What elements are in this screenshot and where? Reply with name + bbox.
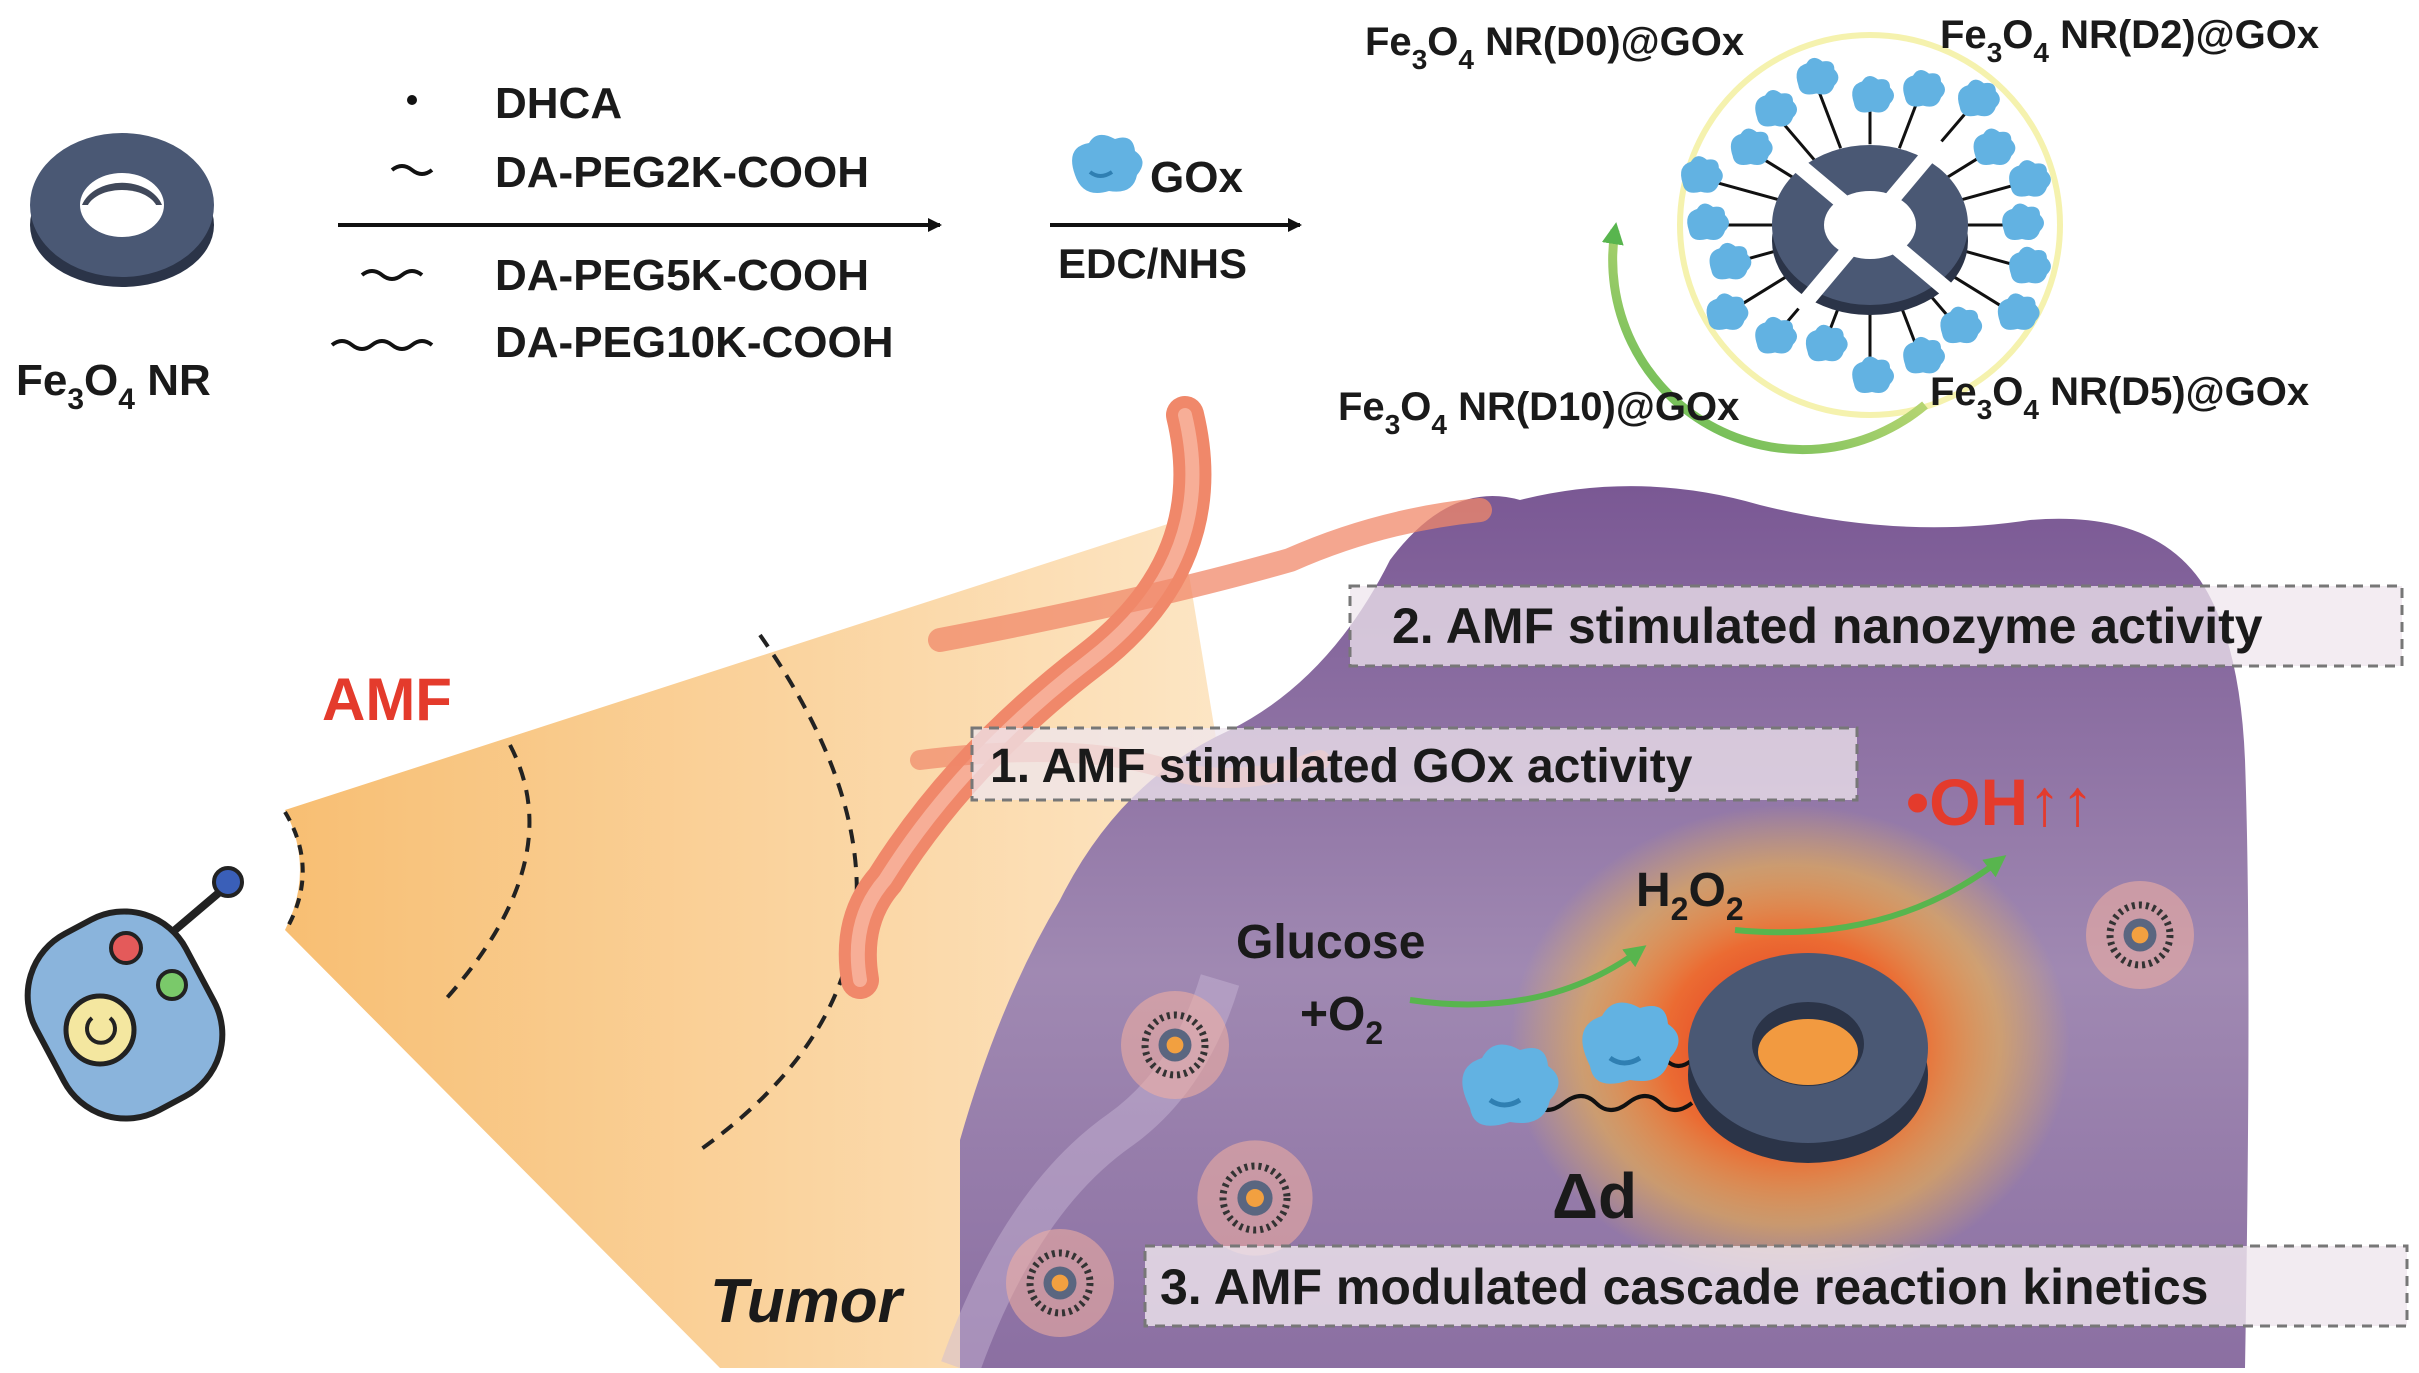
- gox-enzyme-icon: [1687, 203, 1729, 240]
- dhca-marker-icon: [407, 95, 417, 105]
- central-nanoring-icon: [1688, 953, 1928, 1163]
- peg5k-marker-icon: [360, 269, 424, 281]
- h2o2-label: H2O2: [1636, 864, 1744, 927]
- glucose-to-h2o2-arrow: [1409, 945, 1647, 1008]
- field-wave-2: [698, 633, 859, 1152]
- gox-enzyme-icon: [1706, 293, 1749, 330]
- oxygen-label: +O2: [1300, 988, 1383, 1051]
- gox-enzyme-icon: [1730, 128, 1773, 166]
- product-cycle: [1601, 32, 2063, 455]
- gox-enzyme-icon: [1973, 128, 2016, 166]
- h2o2-to-oh-arrow: [1734, 855, 2007, 936]
- ligand-dhca: DHCA: [495, 79, 622, 128]
- small-nanoparticle-icon: [2086, 881, 2194, 989]
- step-2-box: 2. AMF stimulated nanozyme activity: [1348, 584, 2404, 668]
- distance-label: Δd: [1552, 1160, 1637, 1232]
- gox-enzyme-icon: [1903, 336, 1945, 374]
- enzyme-label: GOx: [1150, 153, 1243, 202]
- hydroxyl-radical-label: •OH↑↑: [1906, 765, 2094, 839]
- field-wave-1: [443, 744, 532, 1002]
- product-d10-label: Fe3O4 NR(D10)@GOx: [1338, 385, 1739, 440]
- amf-generator-device-icon: [24, 866, 244, 1122]
- gox-enzyme-icon: [1755, 89, 1798, 127]
- product-d0-label: Fe3O4 NR(D0)@GOx: [1365, 20, 1744, 75]
- gox-enzyme-icon: [1852, 75, 1894, 113]
- coupling-reagent-label: EDC/NHS: [1058, 240, 1247, 287]
- gox-enzyme-icon: [2009, 246, 2051, 284]
- product-d5-label: Fe3O4 NR(D5)@GOx: [1930, 370, 2309, 425]
- small-nanoparticle-icon: [1197, 1140, 1313, 1256]
- gox-enzyme-icon: [1997, 293, 2040, 330]
- step-1-box: 1. AMF stimulated GOx activity: [970, 726, 1859, 802]
- gox-enzyme-icon: [1805, 324, 1848, 362]
- reactant-nanoring-icon: [30, 133, 214, 287]
- field-wave-0: [283, 810, 305, 931]
- gox-enzyme-icon: [1709, 242, 1752, 280]
- small-nanoparticle-icon: [1121, 991, 1229, 1099]
- gox-enzyme-icon: [1940, 306, 1983, 344]
- amf-label: AMF: [322, 666, 452, 733]
- ligand-peg2k: DA-PEG2K-COOH: [495, 148, 869, 197]
- gox-enzyme-icon: [1072, 134, 1143, 193]
- step-2-text: 2. AMF stimulated nanozyme activity: [1392, 598, 2263, 654]
- cycle-arrow-icon: [1601, 222, 1928, 455]
- gox-enzyme-icon: [1796, 57, 1839, 95]
- reactant-label: Fe3O4 NR: [16, 356, 211, 416]
- ligand-peg10k: DA-PEG10K-COOH: [495, 318, 894, 367]
- small-nanoparticle-icon: [1006, 1229, 1114, 1337]
- gox-enzyme-icon: [1462, 1044, 1559, 1126]
- peg10k-marker-icon: [330, 339, 434, 351]
- functionalized-nanoring-icon: [1681, 57, 2051, 393]
- ligand-peg5k: DA-PEG5K-COOH: [495, 251, 869, 300]
- gox-enzyme-icon: [1681, 156, 1723, 193]
- gox-enzyme-icon: [1755, 316, 1798, 354]
- gox-enzyme-icon: [1958, 79, 2000, 117]
- gox-enzyme-icon: [1852, 356, 1894, 393]
- step-1-text: 1. AMF stimulated GOx activity: [990, 740, 1693, 793]
- glucose-label: Glucose: [1236, 916, 1425, 969]
- gox-enzyme-icon: [2009, 160, 2051, 197]
- gox-enzyme-icon: [2002, 203, 2044, 240]
- step-3-text: 3. AMF modulated cascade reaction kineti…: [1160, 1259, 2209, 1315]
- peg2k-marker-icon: [390, 164, 434, 176]
- product-d2-label: Fe3O4 NR(D2)@GOx: [1940, 13, 2319, 68]
- gox-enzyme-icon: [1582, 1002, 1679, 1084]
- gox-enzyme-icon: [1903, 70, 1945, 107]
- step-3-box: 3. AMF modulated cascade reaction kineti…: [1143, 1244, 2409, 1328]
- tumor-label: Tumor: [710, 1267, 905, 1336]
